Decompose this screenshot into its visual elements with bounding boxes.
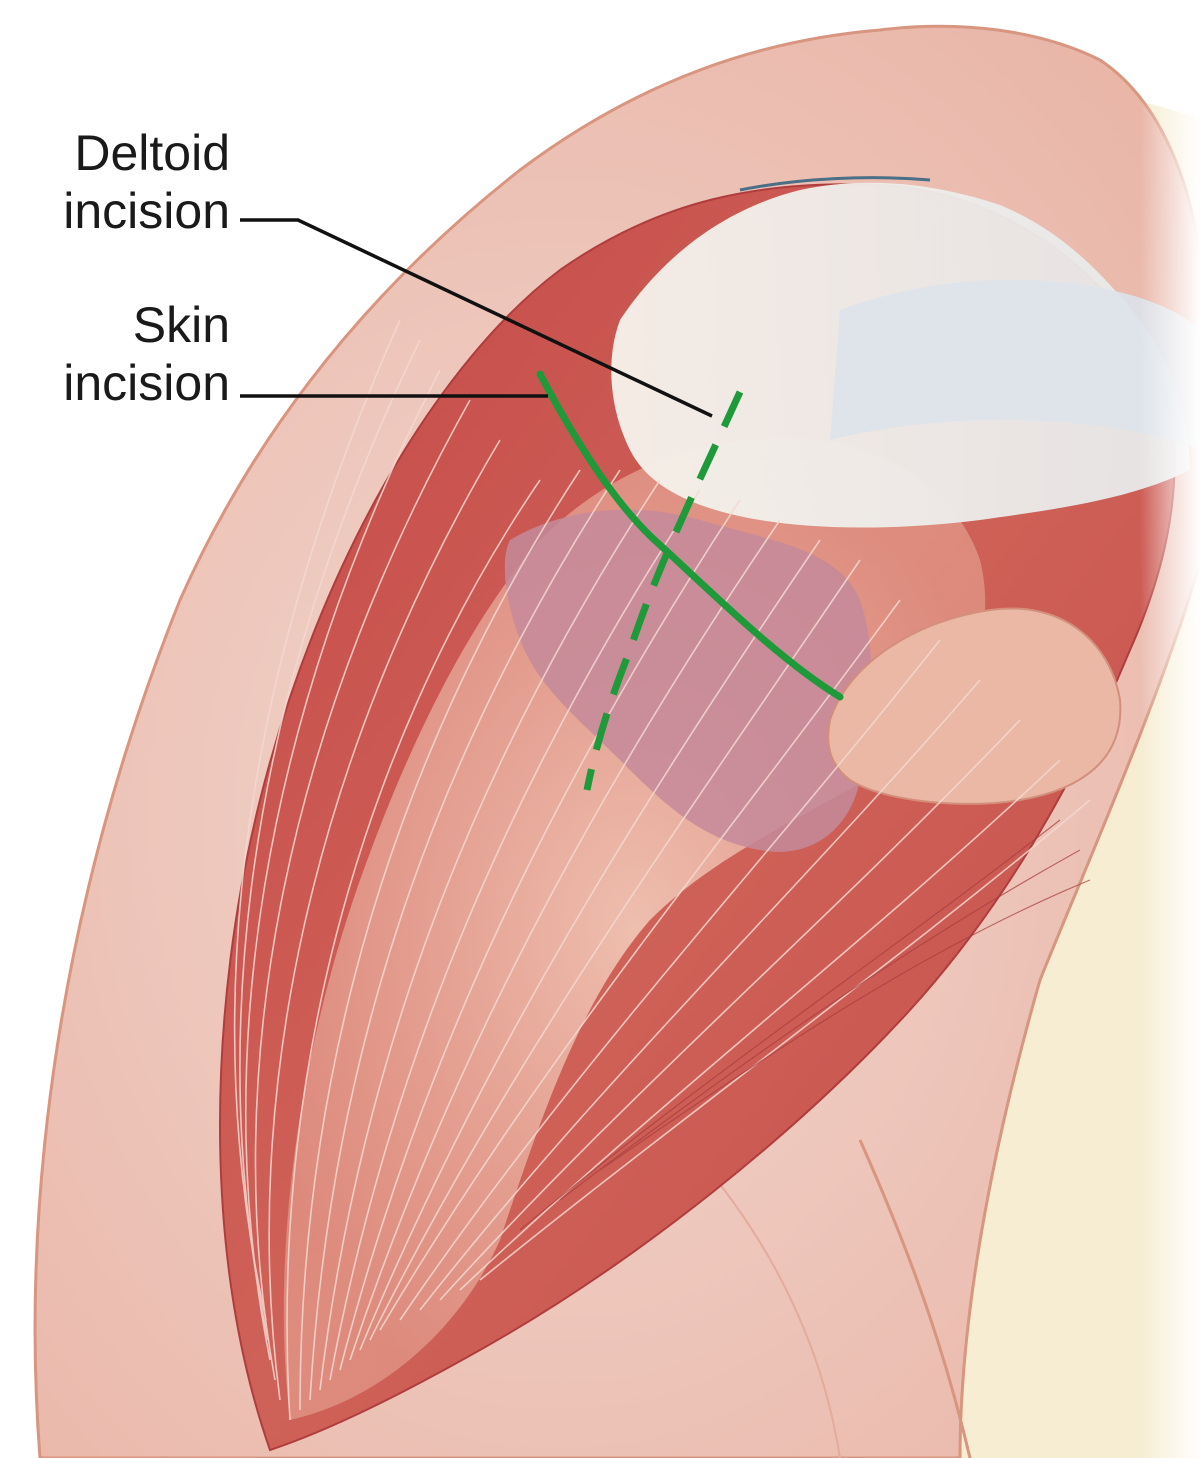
right-fade bbox=[1140, 0, 1201, 1458]
deltoid-incision-line bbox=[583, 390, 744, 791]
skin-incision-line bbox=[536, 370, 844, 701]
skin-label-line2: incision bbox=[63, 355, 230, 411]
humeral-head bbox=[827, 607, 1122, 805]
arm-crease bbox=[858, 1139, 972, 1458]
skin-label-line1: Skin bbox=[132, 297, 230, 353]
deltoid-label-line2: incision bbox=[63, 183, 230, 239]
joint-capsule bbox=[504, 509, 872, 852]
acromion-edge bbox=[739, 176, 931, 192]
arm-crease-2 bbox=[699, 1159, 841, 1458]
muscle-fibres-dark bbox=[519, 819, 1091, 1231]
deltoid-label-line1: Deltoid bbox=[74, 125, 230, 181]
deltoid-incision-label: Deltoid incision bbox=[0, 124, 230, 240]
torso-background bbox=[760, 82, 1201, 1458]
muscle-fibres bbox=[233, 319, 1091, 1421]
skin-incision-label: Skin incision bbox=[0, 296, 230, 412]
deltoid-leader-line bbox=[240, 218, 713, 418]
clavicle bbox=[830, 279, 1201, 450]
